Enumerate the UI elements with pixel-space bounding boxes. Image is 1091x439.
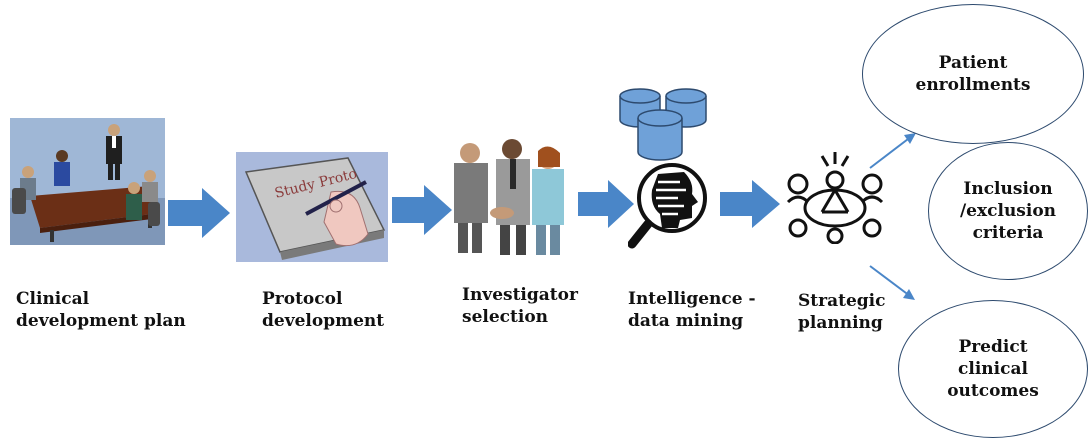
outcome-label: Predict clinical outcomes bbox=[947, 337, 1039, 401]
flow-arrow-2-icon bbox=[392, 185, 452, 235]
step-label-protocol: Protocol development bbox=[262, 289, 385, 331]
database-icon bbox=[618, 86, 710, 166]
flow-arrow-1-icon bbox=[168, 188, 230, 238]
outcome-inclusion-exclusion: Inclusion /exclusion criteria bbox=[928, 142, 1088, 280]
connector-arrow-up-icon bbox=[869, 133, 916, 169]
outcome-predict-outcomes: Predict clinical outcomes bbox=[898, 300, 1088, 438]
study-protocol-icon: Study Proto bbox=[236, 152, 388, 262]
step-label-investigator: Investigator selection bbox=[462, 285, 578, 327]
handshake-icon bbox=[444, 137, 574, 255]
meeting-room-icon bbox=[10, 118, 165, 245]
outcome-label: Patient enrollments bbox=[915, 53, 1031, 95]
flow-arrow-3-icon bbox=[578, 180, 634, 228]
outcome-label: Inclusion /exclusion criteria bbox=[959, 179, 1057, 243]
team-planning-icon bbox=[782, 150, 888, 244]
connector-arrow-down-icon bbox=[869, 265, 915, 300]
step-label-strategic: Strategic planning bbox=[798, 291, 886, 333]
data-mining-icon bbox=[628, 160, 714, 256]
step-label-clinical-plan: Clinical development plan bbox=[16, 289, 186, 331]
outcome-patient-enrollments: Patient enrollments bbox=[862, 4, 1084, 144]
step-label-data-mining: Intelligence - data mining bbox=[628, 289, 756, 331]
flow-arrow-4-icon bbox=[720, 180, 780, 228]
